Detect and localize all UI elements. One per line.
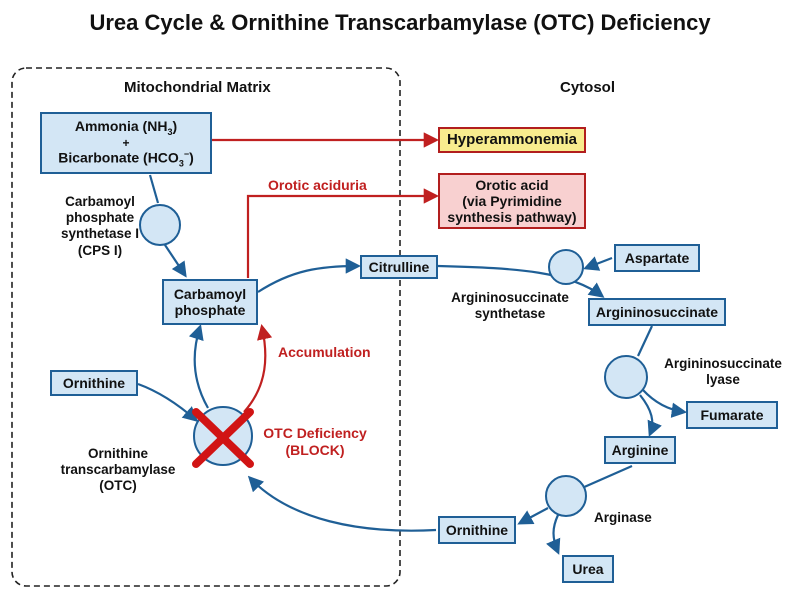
arrow-otc-to-carbamoyl [188, 324, 209, 409]
arrow-accumulation [243, 323, 273, 413]
enzyme-label-arginase: Arginase [594, 510, 652, 525]
arrow-citrulline-to-argininosuccinate [437, 264, 605, 298]
node-hyperammonemia: Hyperammonemia [438, 127, 586, 153]
node-argininosuccinate: Argininosuccinate [588, 298, 726, 326]
node-ornithine-cytosol: Ornithine [438, 516, 516, 544]
enzyme-circle-asl [604, 355, 648, 399]
arrow-argininosuccinate-to-asl [637, 325, 653, 357]
node-aspartate: Aspartate [614, 244, 700, 272]
node-orotic-acid: Orotic acid (via Pyrimidine synthesis pa… [438, 173, 586, 229]
region-label-cytosol: Cytosol [560, 79, 616, 96]
arrow-asl-to-arginine [639, 394, 662, 437]
block-x-icon [192, 408, 254, 468]
enzyme-label-asl: Argininosuccinate lyase [664, 356, 782, 388]
mitochondria-boundary [11, 67, 401, 587]
arrow-ornithine-return [247, 475, 437, 532]
node-ammonia-bicarbonate: Ammonia (NH3) + Bicarbonate (HCO3−) [40, 112, 212, 174]
arrow-arginine-to-arginase [581, 464, 633, 490]
node-citrulline: Citrulline [360, 255, 438, 279]
arrow-to-orotic-acid [246, 188, 440, 278]
arrow-cps1-to-carbamoyl [164, 244, 187, 278]
arrow-arginase-to-ornithine [517, 507, 549, 525]
arrow-carbamoyl-to-citrulline [257, 258, 362, 293]
arrow-aspartate-in [583, 256, 613, 271]
annotation-orotic-aciduria: Orotic aciduria [268, 177, 367, 193]
enzyme-circle-cps1 [139, 204, 181, 246]
arrow-arginase-to-urea [546, 514, 561, 555]
node-fumarate: Fumarate [686, 401, 778, 429]
node-urea: Urea [562, 555, 614, 583]
enzyme-circle-ass [548, 249, 584, 285]
enzyme-label-cps1: Carbamoyl phosphate synthetase I (CPS I) [60, 194, 140, 258]
node-ornithine-mito: Ornithine [50, 370, 138, 396]
arrow-asl-to-fumarate [642, 389, 688, 418]
arrow-ammonia-to-cps1 [148, 174, 160, 204]
node-carbamoyl-phosphate: Carbamoyl phosphate [162, 279, 258, 325]
node-arginine: Arginine [604, 436, 676, 464]
enzyme-label-ass: Argininosuccinate synthetase [451, 290, 569, 322]
annotation-otc-deficiency: OTC Deficiency (BLOCK) [263, 425, 367, 458]
enzyme-circle-arginase [545, 475, 587, 517]
region-label-mitochondria: Mitochondrial Matrix [124, 79, 271, 96]
arrow-ornithine-to-otc [137, 382, 199, 423]
page-title: Urea Cycle & Ornithine Transcarbamylase … [89, 10, 711, 35]
annotation-accumulation: Accumulation [278, 344, 371, 360]
enzyme-label-otc: Ornithine transcarbamylase (OTC) [60, 446, 176, 494]
